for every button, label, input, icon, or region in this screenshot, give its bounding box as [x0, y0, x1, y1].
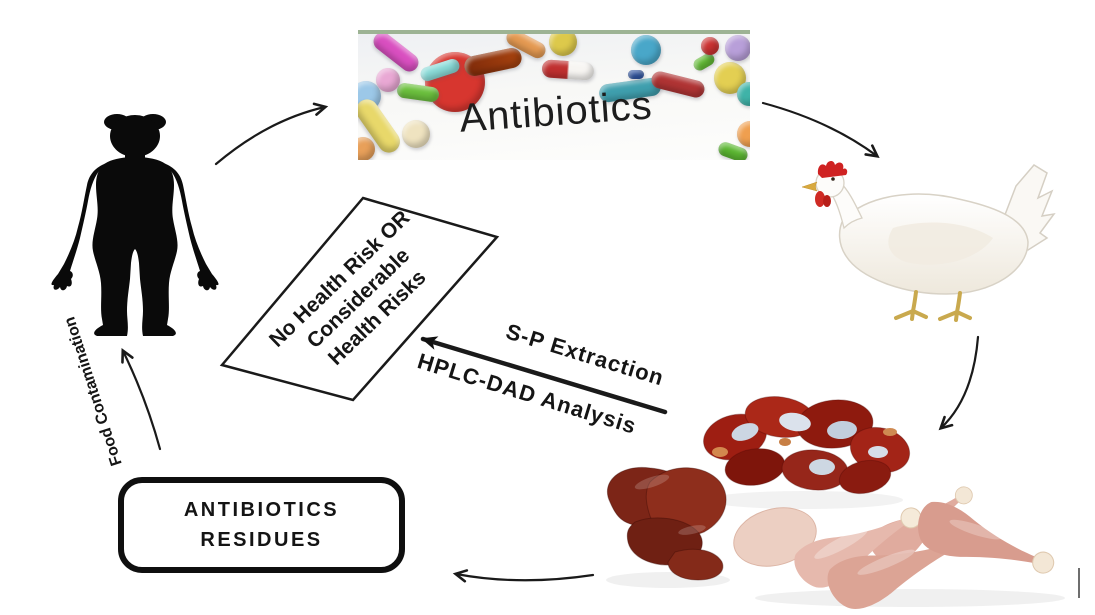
antibiotics-photo: Antibiotics — [358, 30, 750, 160]
white-hen — [801, 160, 1056, 322]
hen-tail — [997, 164, 1056, 251]
gizzards-illustration — [703, 396, 911, 495]
residues-line: ANTIBIOTICS — [183, 499, 340, 521]
pill-icon — [369, 34, 423, 76]
hen-neck — [827, 181, 863, 230]
human-silhouette-icon — [51, 114, 219, 336]
pill-icon — [376, 68, 400, 92]
hen-comb — [817, 160, 848, 178]
arrow-antibiotics-to-chicken — [761, 101, 880, 158]
liver-illustration — [607, 466, 727, 581]
food-contamination-label: Food Contamination — [61, 314, 126, 468]
chicken-illustration — [801, 160, 1056, 322]
hen-wing — [888, 222, 993, 265]
pill-icon — [631, 35, 661, 65]
arrow-parts-to-residues — [452, 569, 595, 583]
pill-icon — [541, 59, 595, 81]
pill-icon — [737, 121, 750, 147]
drumsticks-illustration — [733, 478, 1055, 610]
pill-icon — [402, 120, 430, 148]
hen-body — [838, 193, 1029, 295]
arrow-chicken-to-parts — [938, 335, 980, 431]
pill-icon — [701, 37, 719, 55]
arrow-residues-to-human — [121, 348, 162, 451]
pill-icon — [628, 70, 644, 79]
hen-eye — [831, 177, 835, 181]
stray-caret-mark — [1078, 568, 1080, 598]
pill-icon — [725, 35, 750, 61]
pill-icon — [462, 46, 524, 78]
human-body — [51, 114, 219, 336]
arrow-human-to-antibiotics — [214, 102, 329, 166]
pill-icon — [358, 137, 375, 160]
hen-head — [815, 168, 845, 198]
hen-legs — [894, 290, 972, 322]
hen-beak — [801, 181, 818, 192]
chicken-parts-illustration — [606, 396, 1065, 610]
pill-icon — [737, 82, 750, 106]
hen-wattle — [815, 191, 825, 207]
residues-line: RESIDUES — [200, 529, 323, 551]
antibiotics-residues-box: ANTIBIOTICS RESIDUES — [118, 477, 405, 573]
pill-icon — [549, 34, 577, 56]
